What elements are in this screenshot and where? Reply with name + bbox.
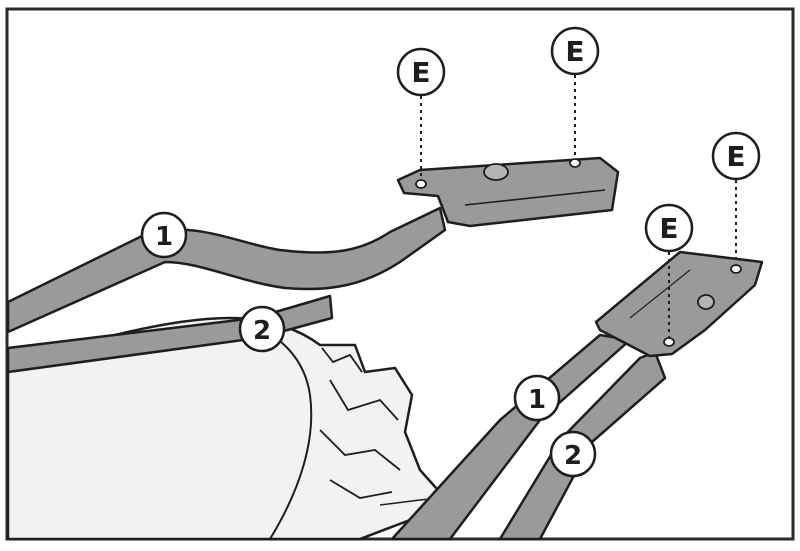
callout-label: 1 bbox=[528, 385, 546, 415]
callout-e-left-1: E bbox=[396, 47, 446, 97]
right-mount-plate bbox=[594, 250, 764, 358]
bolt-hole bbox=[415, 179, 427, 189]
bolt-hole bbox=[569, 158, 581, 168]
bolt-hole bbox=[663, 337, 675, 347]
callout-2-right: 2 bbox=[549, 430, 597, 478]
callout-label: E bbox=[726, 140, 745, 173]
callout-label: E bbox=[565, 35, 584, 68]
callout-e-left-2: E bbox=[550, 26, 600, 76]
leader-lines bbox=[420, 75, 737, 337]
callout-label: 2 bbox=[253, 316, 271, 346]
callout-label: 2 bbox=[564, 441, 582, 471]
callout-label: 1 bbox=[155, 222, 173, 252]
left-upper-arm bbox=[6, 206, 447, 334]
bolt-hole bbox=[730, 264, 742, 274]
callout-e-right-2: E bbox=[644, 203, 694, 253]
left-mount-plate bbox=[396, 156, 620, 228]
callout-1-right: 1 bbox=[513, 374, 561, 422]
callout-1-left: 1 bbox=[140, 211, 188, 259]
callout-2-left: 2 bbox=[238, 305, 286, 353]
callout-label: E bbox=[411, 56, 430, 89]
callout-label: E bbox=[659, 212, 678, 245]
callout-e-right-1: E bbox=[711, 131, 761, 181]
